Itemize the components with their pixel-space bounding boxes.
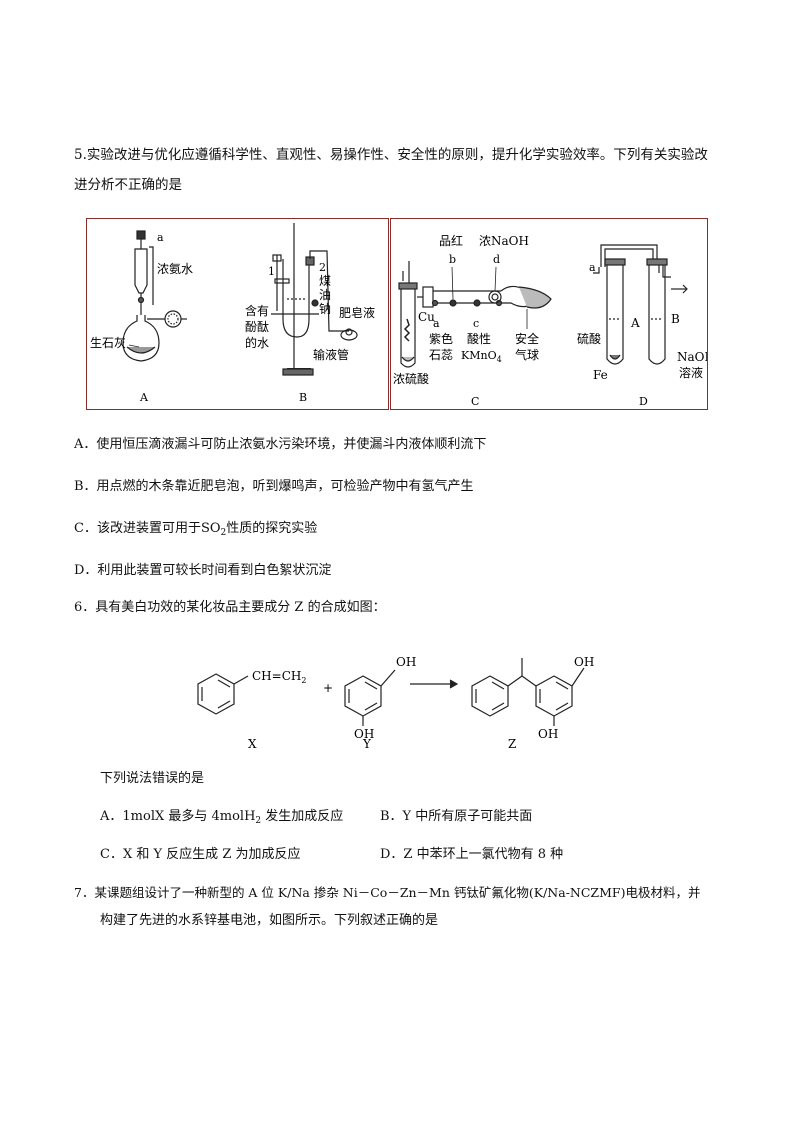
q6-option-d: D．Z 中苯环上一氯代物有 8 种 [380,847,564,862]
label-d-a: a [589,261,596,274]
q7-stem-line2: 构建了先进的水系锌基电池，如图所示。下列叙述正确的是 [100,913,439,928]
label-phenol-1: 含有 [245,303,269,318]
label-c-c: c [473,317,479,330]
label-phenol-3: 的水 [245,335,269,350]
label-kerosene-2: 油 [319,288,331,302]
q6-option-a-sub: 2 [255,816,262,826]
label-compound-y: Y [362,737,372,750]
apparatus-panel-cd: 品红 浓NaOH b d Cu a c 紫色 石蕊 酸性 KMnO4 安全 气球… [390,218,715,410]
label-safety-2: 气球 [515,347,539,362]
label-litmus-1: 紫色 [429,332,453,346]
q5-option-c-sub: 2 [220,528,227,538]
label-quicklime: 生石灰 [90,336,126,350]
label-tube-a: A [630,316,640,330]
q6-option-b: B．Y 中所有原子可能共面 [380,809,533,824]
label-compound-z: Z [508,737,516,750]
label-d: d [493,253,500,266]
label-magenta: 品红 [439,233,463,248]
x-vinyl-group: CH=CH2 [252,669,306,685]
label-d-naoh: NaOH [677,350,707,364]
q6-option-c: C．X 和 Y 反应生成 Z 为加成反应 [100,847,301,862]
q6-option-a-pre: A．1molX 最多与 4molH [100,809,256,824]
q5-option-c-post: 性质的探究实验 [226,521,318,536]
label-compound-x: X [248,737,257,750]
label-sulfuric-acid: 硫酸 [577,331,601,346]
y-oh-bottom: OH [354,727,374,741]
label-safety-1: 安全 [515,331,539,346]
label-kerosene-1: 煤 [319,274,331,288]
q5-option-c-pre: C．该改进装置可用于SO [74,521,221,536]
label-conc-h2so4: 浓硫酸 [393,371,429,386]
synthesis-scheme: CH=CH2 + OH OH OH OH X Y Z [197,655,594,750]
apparatus-panel-ab: a 浓氨水 生石灰 A 1 2 煤 油 钠 含有 酚酞 的水 肥皂 [86,218,389,410]
label-cu: Cu [418,310,435,324]
q6-stem: 6．具有美白功效的某化妆品主要成分 Z 的合成如图： [74,600,386,615]
apparatus-ab-drawing: a 浓氨水 生石灰 A 1 2 煤 油 钠 含有 酚酞 的水 肥皂 [90,223,375,404]
label-soap: 肥皂液 [339,305,375,320]
y-oh-top: OH [396,655,416,669]
label-1: 1 [268,265,275,278]
q5-option-a: A．使用恒压滴液漏斗可防止浓氨水污染环境，并使漏斗内液体顺利流下 [74,437,487,452]
q6-option-a: A．1molX 最多与 4molH2 发生加成反应 [100,808,343,830]
benzene-ring-x [197,673,235,715]
z-oh-bottom: OH [538,727,558,741]
q6-prompt: 下列说法错误的是 [100,771,205,786]
label-a: a [157,231,164,244]
q5-stem-line2: 进分析不正确的是 [74,177,182,193]
q5-stem-line1: 5.实验改进与优化应遵循科学性、直观性、易操作性、安全性的原则，提升化学实验效率… [74,147,708,163]
q5-option-c: C．该改进装置可用于SO2性质的探究实验 [74,520,317,542]
label-sodium: 钠 [319,301,331,316]
label-acidic-1: 酸性 [467,331,491,346]
q6-option-a-post: 发生加成反应 [261,809,344,824]
label-fe: Fe [593,368,608,382]
plus-sign: + [323,681,333,695]
caption-d: D [639,395,648,408]
label-2: 2 [319,261,326,274]
apparatus-c [398,261,552,368]
caption-c: C [471,395,479,408]
benzene-ring-z-left [471,675,509,717]
caption-a: A [139,391,149,404]
q5-option-d: D．利用此装置可较长时间看到白色絮状沉淀 [74,563,332,578]
label-conc-naoh: 浓NaOH [479,234,529,248]
apparatus-a [122,230,187,362]
label-tube-b: B [671,312,680,326]
benzene-ring-y [344,675,382,717]
apparatus-cd-drawing: 品红 浓NaOH b d Cu a c 紫色 石蕊 酸性 KMnO4 安全 气球… [393,233,715,408]
benzene-ring-z-right [535,675,573,717]
label-b: b [449,253,456,266]
apparatus-d [593,244,688,365]
caption-b: B [299,391,307,404]
q7-stem-line1: 7．某课题组设计了一种新型的 A 位 K/Na 掺杂 Ni－Co－Zn－Mn 钙… [74,885,701,900]
z-oh-top: OH [574,655,594,669]
label-d-solution: 溶液 [679,365,703,380]
label-conc-ammonia: 浓氨水 [157,262,193,276]
label-litmus-2: 石蕊 [429,348,453,362]
label-infusion-tube: 输液管 [313,347,349,362]
label-phenol-2: 酚酞 [245,319,269,334]
label-kmno4: KMnO4 [461,349,502,364]
q5-option-b: B．用点燃的木条靠近肥皂泡，听到爆鸣声，可检验产物中有氢气产生 [74,479,474,494]
apparatus-b [271,223,358,376]
label-c-a: a [433,317,440,330]
